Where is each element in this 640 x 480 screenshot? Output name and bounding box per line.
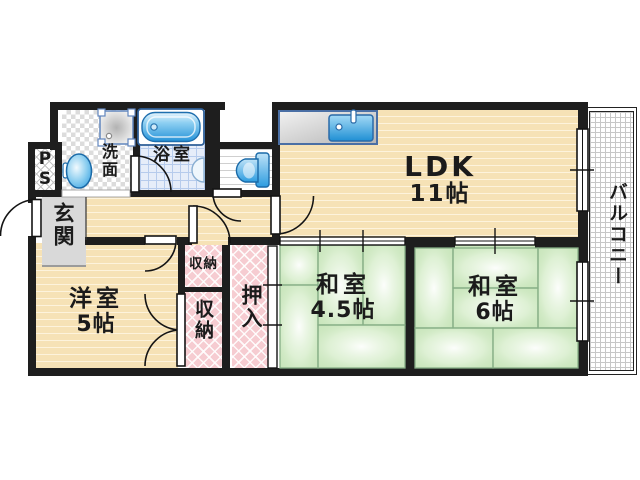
closet-shunou-small-floor: [185, 245, 222, 287]
label-youshitsu: 洋室 5帖: [48, 286, 144, 337]
bath-door-leaf: [130, 155, 140, 193]
room-size: 11帖: [409, 181, 471, 208]
label-shunou-small: 収納: [185, 256, 222, 272]
wall-segment: [212, 142, 280, 149]
closet-double-door-arc: [144, 293, 182, 331]
label-ps: PS: [35, 149, 55, 189]
hallway-floor: [86, 192, 280, 245]
label-washitsu45: 和室 4.5帖: [293, 272, 393, 323]
entrance-door-leaf: [31, 198, 42, 238]
room-name: 収納: [189, 256, 218, 272]
wall-segment: [578, 340, 588, 376]
label-ldk: LDK 11帖: [390, 151, 490, 208]
room-name: LDK: [404, 150, 476, 183]
tatami-mat: [279, 244, 319, 286]
toilet-door-leaf: [212, 188, 242, 198]
wall-segment: [240, 190, 272, 197]
wall-segment: [50, 102, 58, 150]
wall-segment: [272, 102, 588, 110]
shunou-door-arc: [192, 205, 231, 244]
label-oshiire: 押入: [239, 284, 263, 330]
toilet-icon: [235, 152, 270, 188]
fusuma-oshiire: [267, 245, 278, 369]
room-name: 和室: [468, 274, 522, 300]
label-senmen: 洗面: [99, 143, 118, 179]
closet-shunou-large-floor: [185, 292, 222, 368]
room-genkan-floor: [42, 192, 86, 267]
tatami-mats-45: [279, 244, 406, 369]
closet-double-door-arc: [144, 329, 182, 367]
wall-segment: [222, 245, 230, 368]
wall-segment: [185, 287, 222, 292]
ldk-door-leaf: [270, 195, 281, 235]
room-size: 4.5帖: [310, 297, 376, 323]
label-balcony: バルコニー: [606, 182, 628, 287]
wall-segment: [228, 237, 280, 245]
label-shunou-large: 収納: [192, 299, 214, 341]
wall-segment: [130, 190, 205, 197]
closet-oshiire-floor: [232, 245, 268, 368]
tatami-mat: [279, 284, 319, 369]
wall-segment: [28, 368, 588, 376]
bath-bowl-icon: [191, 157, 205, 183]
room-size: 6帖: [475, 299, 515, 325]
tatami-mat: [317, 324, 406, 369]
wall-segment: [535, 237, 583, 248]
room-name: 浴室: [153, 145, 193, 165]
wall-segment: [133, 108, 140, 157]
windows: [570, 128, 594, 342]
tatami-mat: [317, 244, 364, 326]
washbasin-icon: [62, 153, 93, 189]
wall-segment: [578, 102, 588, 130]
wall-segment: [178, 245, 185, 294]
wall-segment: [85, 237, 145, 245]
washing-machine-icon: [97, 108, 136, 147]
wall-segment: [205, 102, 220, 197]
entrance-door-arc: [0, 198, 37, 237]
label-yokushitsu: 浴室: [147, 145, 199, 165]
ldk-door-arc: [275, 195, 315, 235]
wall-segment: [177, 237, 192, 245]
wall-segment: [50, 102, 225, 110]
wall-segment: [578, 210, 588, 263]
wall-segment: [405, 237, 415, 368]
doors: [0, 155, 315, 367]
wall-segment: [28, 190, 62, 197]
closet-double-door-leaf: [176, 293, 186, 367]
bathtub-icon: [137, 108, 205, 146]
wall-segment: [272, 102, 280, 197]
tatami-mats-6: [414, 247, 579, 369]
kitchen-sink-icon: [278, 109, 378, 145]
wall-segment: [405, 237, 455, 248]
tatami-mat: [537, 247, 579, 329]
label-washitsu6: 和室 6帖: [445, 274, 545, 325]
youshitsu-door-arc: [144, 239, 177, 272]
senmen-threshold: [61, 189, 131, 198]
tatami-mat: [492, 327, 579, 369]
youshitsu-door-leaf: [144, 235, 177, 245]
shunou-door-leaf: [188, 205, 198, 244]
room-size: 5帖: [76, 311, 116, 337]
label-genkan: 玄関: [51, 202, 75, 248]
sliding-doors: [263, 228, 536, 369]
room-name: 洋室: [69, 286, 123, 312]
tatami-mat: [414, 327, 494, 369]
room-name: 和室: [316, 272, 370, 298]
bath-door-arc: [134, 155, 172, 193]
balcony-deck: [589, 111, 634, 371]
wall-segment: [28, 236, 36, 376]
